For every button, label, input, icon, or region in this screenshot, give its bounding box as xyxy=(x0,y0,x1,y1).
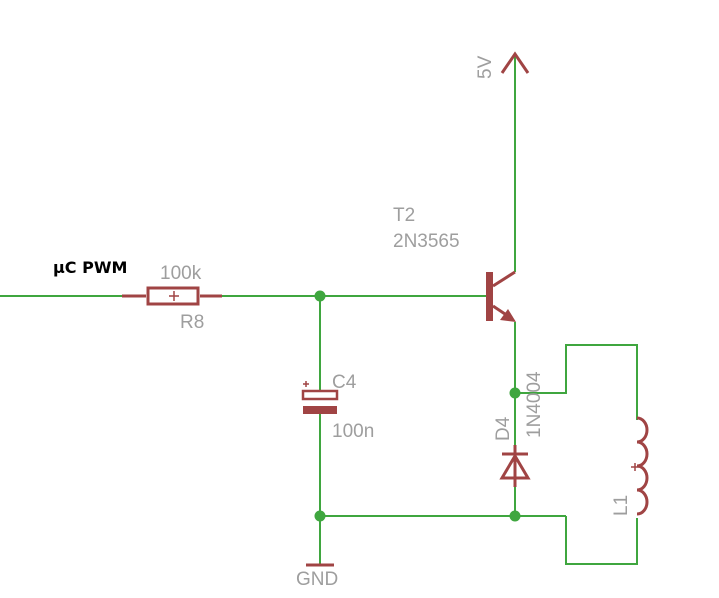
resistor-r8-name: R8 xyxy=(180,312,204,333)
resistor-r8-body xyxy=(146,286,200,306)
capacitor-c4-plate-top xyxy=(301,389,339,401)
resistor-r8 xyxy=(122,286,222,306)
junction-base-node xyxy=(314,290,326,302)
diode-d4-value: 1N4004 xyxy=(524,371,545,438)
transistor-t2-value: 2N3565 xyxy=(393,231,460,252)
diode-d4-name: D4 xyxy=(493,416,514,441)
diode-d4-triangle xyxy=(499,453,531,480)
transistor-t2-base-bar xyxy=(486,272,493,321)
diode-d4 xyxy=(499,445,531,487)
supply-5v-arrow xyxy=(500,51,530,74)
junction-gnd-node xyxy=(314,510,326,522)
junctions xyxy=(314,290,521,522)
supply-5v-symbol xyxy=(500,51,530,74)
inductor-l1-name: L1 xyxy=(611,495,632,516)
capacitor-c4-value: 100n xyxy=(332,421,374,442)
wire-cathode-to-l1 xyxy=(515,344,638,420)
inductor-l1 xyxy=(631,416,649,516)
junction-cathode-node xyxy=(509,387,521,399)
capacitor-c4 xyxy=(301,381,339,414)
capacitor-c4-name: C4 xyxy=(332,372,357,393)
junction-anode-node xyxy=(509,510,521,522)
transistor-t2 xyxy=(486,270,516,322)
resistor-r8-value: 100k xyxy=(160,263,202,284)
supply-5v-label: 5V xyxy=(475,55,496,79)
inductor-l1-coil xyxy=(636,416,649,516)
wires xyxy=(0,54,638,565)
transistor-t2-name: T2 xyxy=(393,205,415,226)
wire-gnd-to-l1 xyxy=(565,516,638,565)
capacitor-c4-plate-bottom xyxy=(303,406,337,414)
ground-label: GND xyxy=(296,569,338,590)
net-label-uc-pwm: µC PWM xyxy=(53,258,127,277)
transistor-t2-emitter-arrow xyxy=(500,309,516,322)
